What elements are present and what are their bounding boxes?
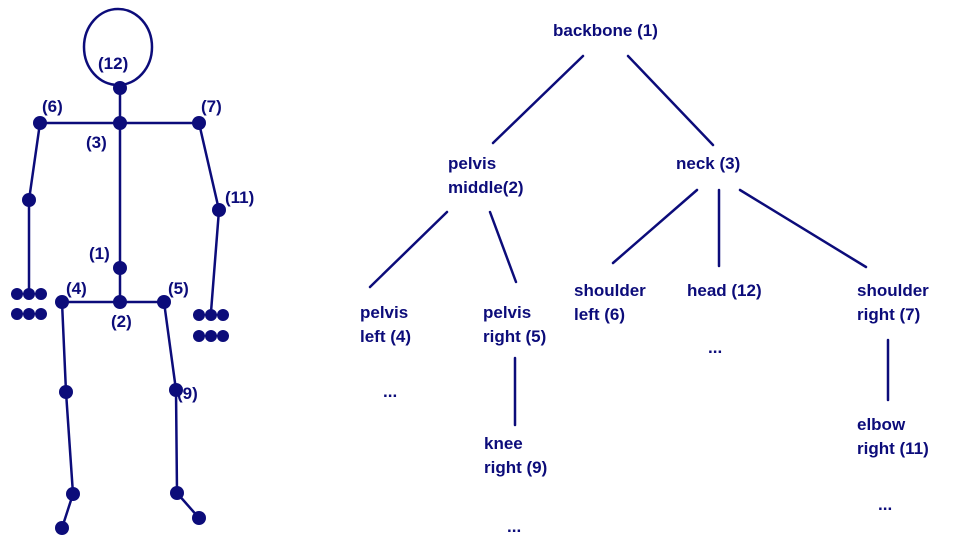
label-2: (2) bbox=[111, 312, 132, 331]
joint-pelvis-middle bbox=[113, 295, 127, 309]
joint-toe-left bbox=[55, 521, 69, 535]
right-hand-cluster bbox=[193, 309, 229, 342]
node-shoulder-right: shoulder right (7) bbox=[857, 281, 934, 324]
label-3: (3) bbox=[86, 133, 107, 152]
ellipsis-head: ... bbox=[708, 338, 722, 357]
label-9: (9) bbox=[177, 384, 198, 403]
left-shin-bone bbox=[64, 390, 75, 496]
left-thigh-bone bbox=[60, 300, 68, 394]
tree-edges bbox=[368, 54, 890, 427]
right-thigh-bone bbox=[162, 300, 178, 392]
label-1: (1) bbox=[89, 244, 110, 263]
stick-figure: (12) (6) (7) (3) (11) (1) (4) (5) (2) (9… bbox=[11, 7, 254, 535]
node-pelvis-left: pelvis left (4) bbox=[360, 303, 413, 346]
edge-backbone-pelvis-middle bbox=[491, 54, 585, 145]
right-forearm-bone bbox=[209, 208, 221, 314]
joint-toe-right bbox=[192, 511, 206, 525]
joint-labels: (12) (6) (7) (3) (11) (1) (4) (5) (2) (9… bbox=[42, 54, 254, 403]
node-neck: neck (3) bbox=[676, 154, 740, 173]
node-knee-right: knee right (9) bbox=[484, 434, 547, 477]
head-outline bbox=[82, 7, 154, 87]
node-head: head (12) bbox=[687, 281, 762, 300]
tree-nodes: backbone (1) pelvis middle(2) neck (3) p… bbox=[360, 21, 934, 477]
joint-shoulder-right bbox=[192, 116, 206, 130]
label-5: (5) bbox=[168, 279, 189, 298]
hierarchy-tree: backbone (1) pelvis middle(2) neck (3) p… bbox=[360, 21, 934, 536]
joint-elbow-right bbox=[212, 203, 226, 217]
left-hand-cluster bbox=[11, 288, 47, 320]
joint-knee-left bbox=[59, 385, 73, 399]
label-11: (11) bbox=[225, 188, 254, 207]
label-6: (6) bbox=[42, 97, 63, 116]
edge-backbone-neck bbox=[626, 54, 715, 147]
joints bbox=[22, 81, 226, 535]
label-4: (4) bbox=[66, 279, 87, 298]
node-elbow-right: elbow right (11) bbox=[857, 415, 929, 458]
node-shoulder-left: shoulder left (6) bbox=[574, 281, 651, 324]
joint-ankle-right bbox=[170, 486, 184, 500]
edge-neck-shoulder-right bbox=[738, 188, 868, 269]
node-backbone: backbone (1) bbox=[553, 21, 658, 40]
ellipsis-knee-right: ... bbox=[507, 517, 521, 536]
joint-pelvis-left bbox=[55, 295, 69, 309]
label-7: (7) bbox=[201, 97, 222, 116]
edge-neck-shoulder-left bbox=[611, 188, 699, 265]
edge-pelvis-middle-pelvis-right bbox=[488, 210, 518, 284]
right-shin-bone bbox=[174, 388, 179, 495]
node-pelvis-middle: pelvis middle(2) bbox=[448, 154, 524, 197]
joint-head-base bbox=[113, 81, 127, 95]
joint-pelvis-right bbox=[157, 295, 171, 309]
tree-ellipses: ... ... ... ... bbox=[383, 338, 892, 536]
ellipsis-pelvis-left: ... bbox=[383, 382, 397, 401]
label-12: (12) bbox=[98, 54, 128, 73]
joint-elbow-left bbox=[22, 193, 36, 207]
joint-shoulder-left bbox=[33, 116, 47, 130]
joint-ankle-left bbox=[66, 487, 80, 501]
joint-neck bbox=[113, 116, 127, 130]
ellipsis-elbow-right: ... bbox=[878, 495, 892, 514]
left-upper-arm-bone bbox=[27, 121, 42, 202]
node-pelvis-right: pelvis right (5) bbox=[483, 303, 546, 346]
edge-pelvis-middle-pelvis-left bbox=[368, 210, 449, 289]
joint-knee-right bbox=[169, 383, 183, 397]
right-upper-arm-bone bbox=[197, 121, 221, 212]
joint-backbone bbox=[113, 261, 127, 275]
